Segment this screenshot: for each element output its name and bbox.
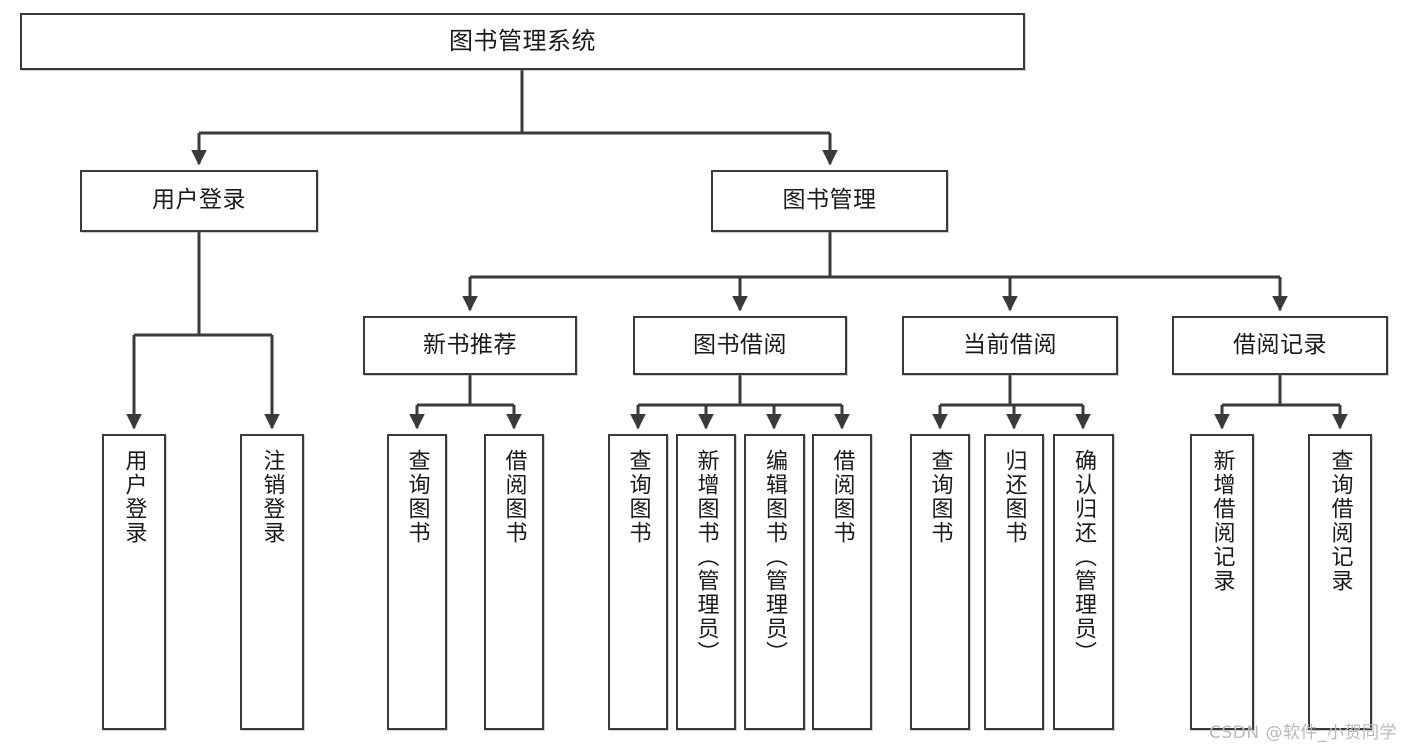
node-label: 新增图书（管理员）	[693, 449, 719, 665]
leaf-add-borrow-record[interactable]: 新增借阅记录	[1190, 434, 1254, 730]
node-label: 借阅图书	[829, 449, 855, 545]
node-root[interactable]: 图书管理系统	[20, 13, 1025, 70]
node-label: 图书借阅	[693, 331, 787, 358]
csdn-watermark: CSDN @软件_小贺同学	[1209, 723, 1397, 743]
node-label: 归还图书	[1001, 449, 1027, 545]
node-label: 借阅图书	[501, 449, 527, 545]
node-label: 用户登录	[152, 187, 246, 214]
leaf-borrow-book[interactable]: 借阅图书	[812, 434, 872, 730]
leaf-query-book-recommend[interactable]: 查询图书	[387, 434, 447, 730]
leaf-add-book-admin[interactable]: 新增图书（管理员）	[676, 434, 736, 730]
node-borrow-record[interactable]: 借阅记录	[1172, 316, 1388, 375]
node-label: 新增借阅记录	[1209, 449, 1235, 593]
leaf-edit-book-admin[interactable]: 编辑图书（管理员）	[744, 434, 805, 730]
leaf-borrow-book-recommend[interactable]: 借阅图书	[484, 434, 544, 730]
node-label: 当前借阅	[963, 331, 1057, 358]
leaf-query-borrow-record[interactable]: 查询借阅记录	[1308, 434, 1372, 730]
leaf-return-book[interactable]: 归还图书	[984, 434, 1044, 730]
leaf-query-book-current[interactable]: 查询图书	[910, 434, 970, 730]
leaf-user-login[interactable]: 用户登录	[102, 434, 166, 730]
node-label: 新书推荐	[423, 331, 517, 358]
leaf-query-book-borrow[interactable]: 查询图书	[608, 434, 668, 730]
node-label: 查询图书	[625, 449, 651, 545]
leaf-logout[interactable]: 注销登录	[240, 434, 304, 730]
node-label: 编辑图书（管理员）	[762, 449, 788, 665]
leaf-confirm-return-admin[interactable]: 确认归还（管理员）	[1053, 434, 1114, 730]
node-label: 查询借阅记录	[1327, 449, 1353, 593]
node-label: 确认归还（管理员）	[1071, 449, 1097, 665]
node-label: 图书管理	[782, 187, 877, 214]
node-label: 查询图书	[927, 449, 953, 545]
node-label: 用户登录	[121, 449, 147, 545]
node-book-management[interactable]: 图书管理	[711, 170, 948, 232]
node-current-borrow[interactable]: 当前借阅	[902, 316, 1118, 375]
node-label: 注销登录	[259, 449, 285, 545]
node-book-borrow[interactable]: 图书借阅	[633, 316, 847, 375]
node-label: 图书管理系统	[449, 27, 596, 56]
node-new-book-recommend[interactable]: 新书推荐	[363, 316, 577, 375]
node-label: 借阅记录	[1233, 331, 1327, 358]
node-label: 查询图书	[404, 449, 430, 545]
node-user-login[interactable]: 用户登录	[80, 170, 318, 232]
